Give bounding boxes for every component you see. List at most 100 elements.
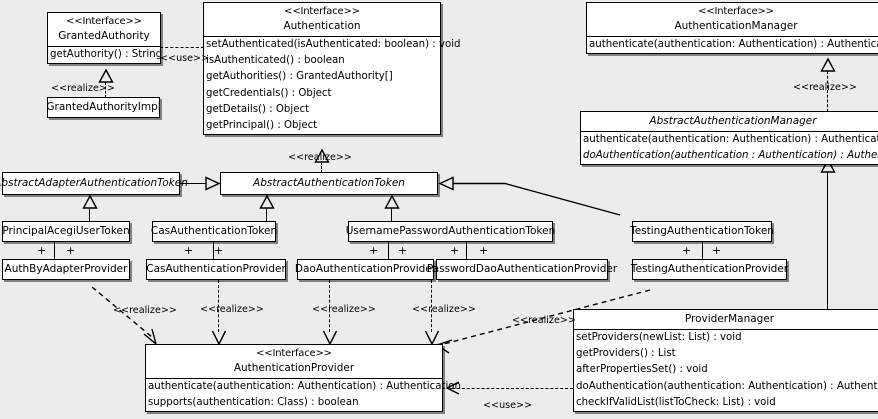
class-header: <<Interface>> GrantedAuthority — [48, 13, 160, 46]
class-authentication-provider[interactable]: <<Interface>> AuthenticationProvider aut… — [145, 344, 461, 413]
operations-compartment: getAuthority() : String — [48, 47, 163, 63]
realize-label-dao-provider: <<realize>> — [312, 304, 376, 315]
class-authentication[interactable]: <<Interface>> Authentication setAuthenti… — [203, 2, 461, 136]
association-connector-auth-by-adapter-provider — [54, 242, 56, 260]
class-auth-by-adapter-provider[interactable]: AuthByAdapterProvider — [2, 259, 130, 280]
operation-item: doAuthentication(authentication : Authen… — [583, 150, 878, 162]
class-name: AbstractAdapterAuthenticationToken — [0, 177, 188, 189]
realize-label-abstract-authentication-manager: <<realize>> — [793, 82, 857, 93]
class-dao-authentication-provider[interactable]: DaoAuthenticationProvider — [295, 259, 436, 280]
realize-connector-granted-authority-impl — [105, 82, 106, 98]
class-header: <<Interface>> AuthenticationProvider — [146, 345, 442, 378]
class-testing-authentication-token[interactable]: TestingAuthenticationToken — [630, 221, 774, 242]
realize-connector-dao-provider — [329, 280, 330, 332]
class-name: PrincipalAcegiUserToken — [2, 225, 130, 237]
class-header: ProviderManager — [574, 310, 878, 329]
operations-compartment: setProviders(newList: List) : void getPr… — [574, 330, 878, 411]
class-name: CasAuthenticationProvider — [146, 263, 286, 275]
operation-item: authenticate(authentication: Authenticat… — [589, 39, 878, 50]
association-marker-plus: + — [66, 244, 76, 257]
use-connector-granted-authority — [160, 47, 204, 48]
use-label-granted-authority: <<use>> — [160, 53, 210, 64]
stereotype-label: <<Interface>> — [698, 6, 774, 17]
operation-item: authenticate(authentication: Authenticat… — [583, 134, 878, 145]
use-label-provider-manager: <<use>> — [483, 400, 533, 411]
class-header: <<Interface>> AuthenticationManager — [587, 3, 878, 36]
generalization-connector-username-password-authentication-token — [391, 208, 393, 222]
operation-item: authenticate(authentication: Authenticat… — [148, 381, 461, 392]
operation-item: getProviders() : List — [576, 348, 676, 360]
class-provider-manager[interactable]: ProviderManager setProviders(newList: Li… — [573, 309, 878, 413]
operation-item: supports(authentication: Class) : boolea… — [148, 397, 359, 409]
class-password-dao-authentication-provider[interactable]: PasswordDaoAuthenticationProvider — [427, 259, 617, 280]
stereotype-label: <<Interface>> — [66, 16, 142, 27]
realize-label-granted-authority-impl: <<realize>> — [51, 83, 115, 94]
operation-item: setAuthenticated(isAuthenticated: boolea… — [206, 39, 461, 50]
operations-compartment: setAuthenticated(isAuthenticated: boolea… — [204, 37, 461, 134]
realize-connector-abstract-authentication-token — [321, 162, 322, 173]
class-cas-authentication-token[interactable]: CasAuthenticationToken — [151, 221, 277, 242]
class-abstract-authentication-token[interactable]: AbstractAuthenticationToken — [220, 172, 438, 195]
operations-compartment: authenticate(authentication: Authenticat… — [581, 132, 878, 164]
use-connector-provider-manager — [452, 388, 573, 389]
class-name: PasswordDaoAuthenticationProvider — [426, 263, 618, 275]
class-name: TestingAuthenticationToken — [630, 225, 774, 237]
class-name: AbstractAuthenticationManager — [649, 115, 817, 127]
operation-item: getDetails() : Object — [206, 103, 310, 115]
class-name: AbstractAuthenticationToken — [253, 177, 405, 189]
operation-item: doAuthentication(authentication: Authent… — [576, 380, 878, 392]
class-name: TestingAuthenticationProvider — [630, 263, 789, 275]
association-marker-plus: + — [450, 244, 460, 257]
association-marker-plus: + — [682, 244, 692, 257]
class-principal-acegi-user-token[interactable]: PrincipalAcegiUserToken — [2, 221, 130, 242]
association-marker-plus: + — [184, 244, 194, 257]
class-header: AbstractAuthenticationManager — [581, 112, 878, 131]
operation-item: getCredentials() : Object — [206, 87, 332, 99]
stereotype-label: <<Interface>> — [256, 348, 332, 359]
class-granted-authority-impl[interactable]: GrantedAuthorityImpl — [46, 97, 161, 118]
operations-compartment: authenticate(authentication: Authenticat… — [146, 379, 461, 411]
realize-label-auth-by-adapter: <<realize>> — [113, 305, 177, 316]
compartment-divider — [146, 378, 442, 379]
generalization-connector-provider-manager — [827, 172, 829, 309]
class-name: GrantedAuthority — [58, 30, 150, 42]
compartment-divider — [574, 329, 878, 330]
association-marker-plus: + — [369, 244, 379, 257]
realize-label-password-dao-provider: <<realize>> — [412, 304, 476, 315]
generalization-connector-abstract-adapter-token — [180, 183, 207, 185]
compartment-divider — [204, 36, 440, 37]
class-username-password-authentication-token[interactable]: UsernamePasswordAuthenticationToken — [346, 221, 555, 242]
operation-item: isAuthenticated() : boolean — [206, 55, 345, 67]
association-marker-plus: + — [398, 244, 408, 257]
generalization-connector-principal-acegi-user-token — [89, 208, 91, 222]
class-abstract-authentication-manager[interactable]: AbstractAuthenticationManager authentica… — [580, 111, 878, 166]
class-authentication-manager[interactable]: <<Interface>> AuthenticationManager auth… — [586, 2, 878, 55]
class-testing-authentication-provider[interactable]: TestingAuthenticationProvider — [630, 259, 789, 280]
compartment-divider — [581, 131, 878, 132]
class-header: <<Interface>> Authentication — [204, 3, 440, 36]
realize-label-testing-provider: <<realize>> — [512, 315, 576, 326]
operation-item: setProviders(newList: List) : void — [576, 332, 742, 343]
class-abstract-adapter-authentication-token[interactable]: AbstractAdapterAuthenticationToken — [0, 172, 188, 195]
class-granted-authority[interactable]: <<Interface>> GrantedAuthority getAuthor… — [47, 12, 163, 65]
generalization-connector-cas-authentication-token — [266, 208, 268, 222]
compartment-divider — [587, 36, 878, 37]
class-cas-authentication-provider[interactable]: CasAuthenticationProvider — [146, 259, 286, 280]
association-connector-password-dao-authentication-provider — [466, 242, 468, 260]
class-name: UsernamePasswordAuthenticationToken — [345, 225, 556, 237]
class-name: ProviderManager — [684, 313, 775, 325]
realize-connector-password-dao-provider — [431, 280, 432, 332]
class-name: DaoAuthenticationProvider — [294, 263, 437, 275]
operation-item: getAuthority() : String — [50, 49, 163, 60]
operation-item: getPrincipal() : Object — [206, 120, 318, 132]
class-name: AuthenticationManager — [674, 20, 798, 32]
realize-label-cas-provider: <<realize>> — [200, 304, 264, 315]
class-name: Authentication — [283, 20, 361, 32]
class-name: GrantedAuthorityImpl — [46, 101, 161, 113]
association-marker-plus: + — [712, 244, 722, 257]
association-connector-dao-authentication-provider — [388, 242, 390, 260]
stereotype-label: <<Interface>> — [284, 6, 360, 17]
realize-connector-cas-provider — [218, 280, 219, 332]
operation-item: checkIfValidList(listToCheck: List) : vo… — [576, 396, 776, 408]
